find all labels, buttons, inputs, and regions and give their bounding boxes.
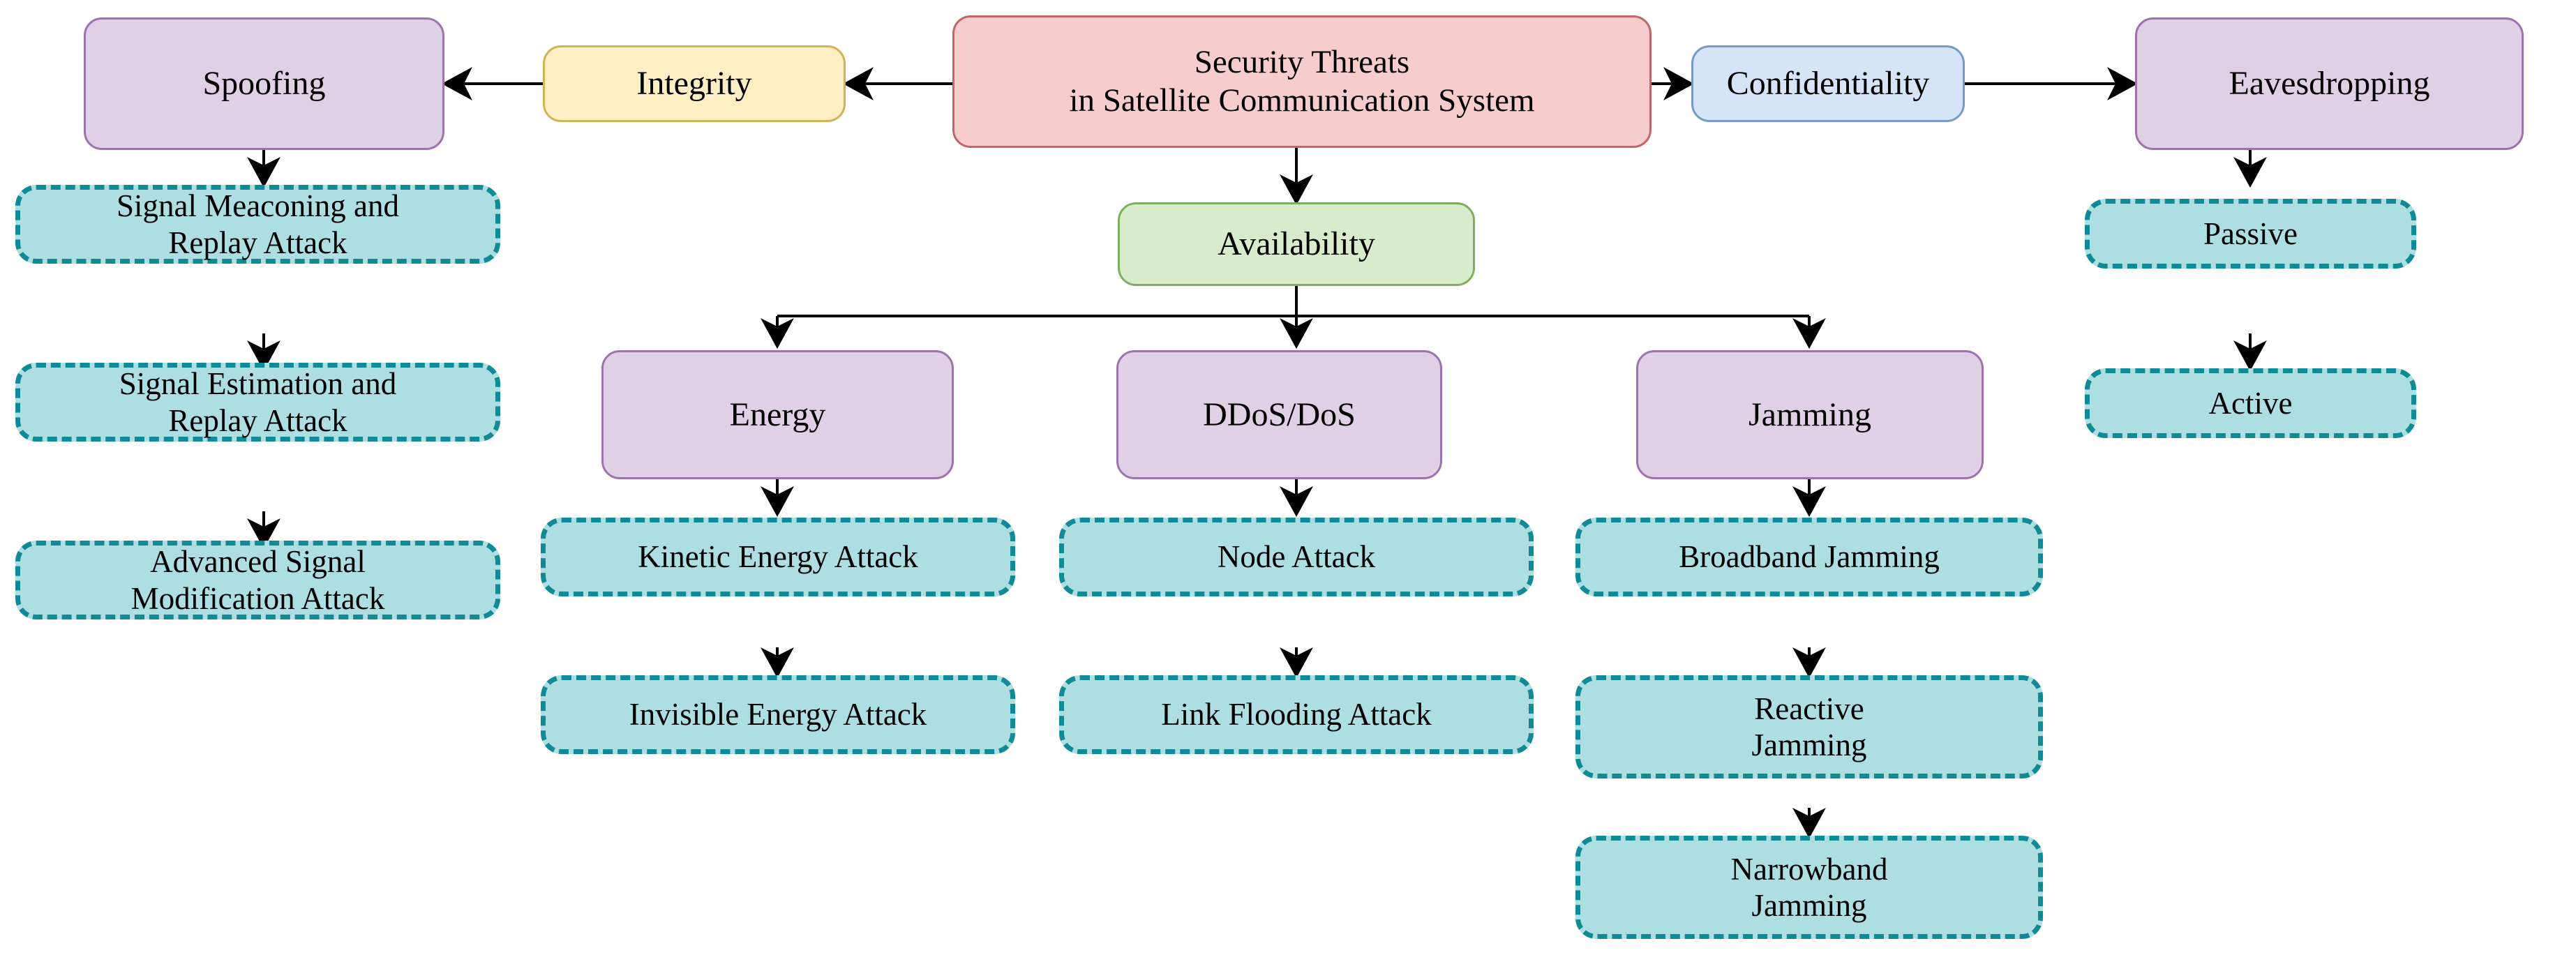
node-eavesdropping[interactable]: Eavesdropping [2135,17,2524,150]
leaf-node-attack[interactable]: Node Attack [1059,518,1534,596]
node-integrity[interactable]: Integrity [543,45,846,122]
leaf-passive[interactable]: Passive [2085,199,2416,269]
leaf-invisible-energy-attack[interactable]: Invisible Energy Attack [541,675,1015,754]
leaf-broadband-jamming[interactable]: Broadband Jamming [1575,518,2043,596]
leaf-reactive-jamming[interactable]: Reactive Jamming [1575,675,2043,778]
leaf-kinetic-energy-attack[interactable]: Kinetic Energy Attack [541,518,1015,596]
leaf-active[interactable]: Active [2085,368,2416,438]
node-availability[interactable]: Availability [1118,202,1475,286]
node-energy[interactable]: Energy [601,350,954,479]
node-jamming[interactable]: Jamming [1636,350,1984,479]
node-ddos-dos[interactable]: DDoS/DoS [1116,350,1442,479]
node-confidentiality[interactable]: Confidentiality [1691,45,1965,122]
leaf-advanced-signal-modification-attack[interactable]: Advanced Signal Modification Attack [15,541,500,619]
leaf-narrowband-jamming[interactable]: Narrowband Jamming [1575,836,2043,939]
leaf-signal-estimation-replay-attack[interactable]: Signal Estimation and Replay Attack [15,363,500,442]
node-spoofing[interactable]: Spoofing [84,17,444,150]
leaf-link-flooding-attack[interactable]: Link Flooding Attack [1059,675,1534,754]
node-root-security-threats[interactable]: Security Threats in Satellite Communicat… [952,15,1652,148]
leaf-signal-meaconing-replay-attack[interactable]: Signal Meaconing and Replay Attack [15,185,500,264]
